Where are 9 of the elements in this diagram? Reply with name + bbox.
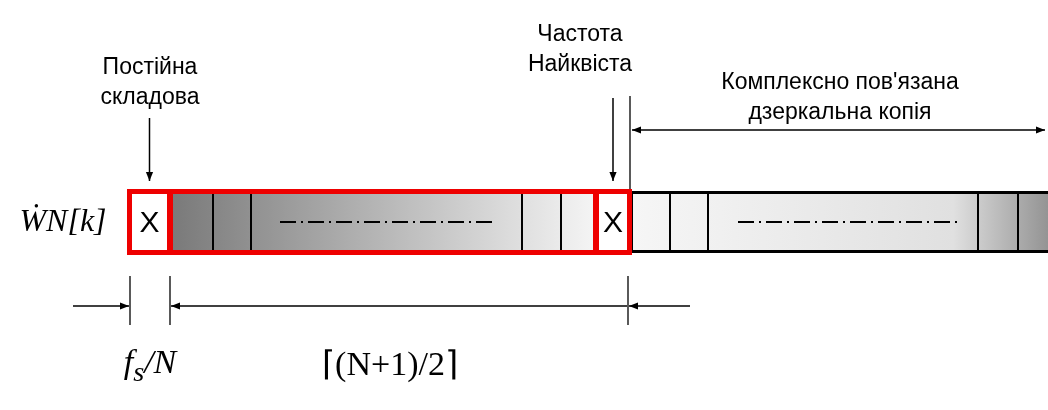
signal-label: ẆN[k] [18, 201, 108, 240]
dimension-label: ⌈(N+1)/2⌉ [321, 344, 459, 384]
arrow [609, 97, 617, 182]
annotation-text: Комплексно пов'язана дзеркальна копія [720, 67, 960, 126]
dimension-label: f$_{s}$/N [122, 342, 179, 389]
annotation-text: Постійна складова [85, 50, 215, 112]
arrow [145, 117, 154, 182]
mirror-spectrum-band [630, 191, 1048, 253]
annotation-text: Частота Найквіста [505, 4, 655, 92]
